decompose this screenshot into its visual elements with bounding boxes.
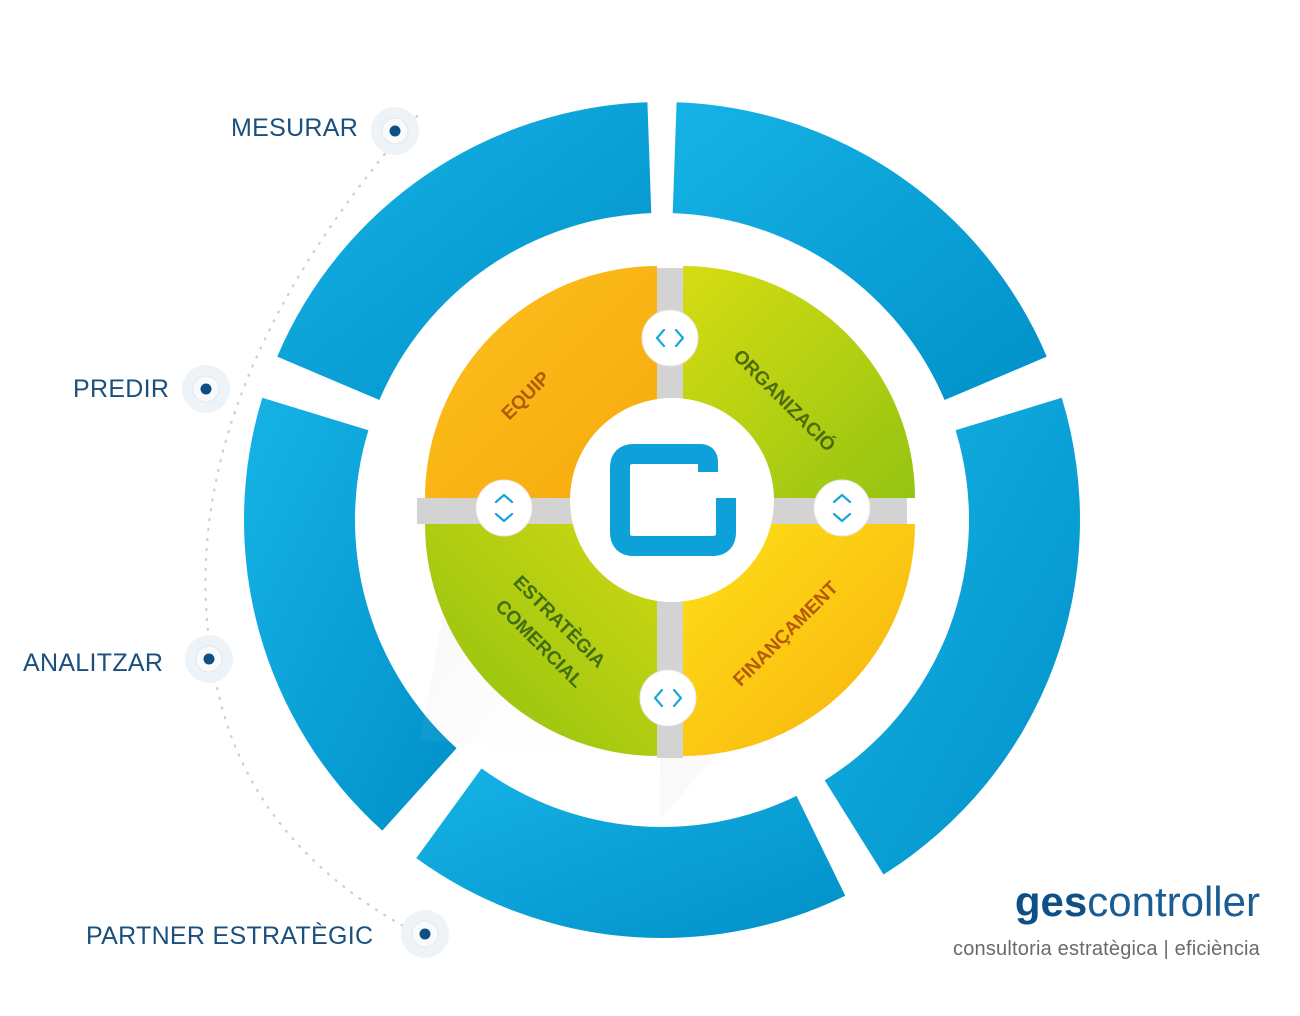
brand-tagline: consultoria estratègica | eficiència [953,938,1260,960]
chevron-left-right-icon [653,688,683,708]
ring-segment-bottom [416,768,846,938]
target-dot-icon [371,107,419,155]
step-label-partner: PARTNER ESTRATÈGIC [86,922,374,950]
ring-segment-top-right [672,102,1047,401]
brand-name: gescontroller [953,878,1260,926]
quadrant-financament [683,524,915,756]
arrow-button-right[interactable] [813,479,871,537]
gescontroller-logo-icon [610,444,736,556]
target-dot-icon [185,635,233,683]
outer-ring [244,102,1080,938]
brand-block: gescontroller consultoria estratègica | … [953,878,1260,961]
quadrant-estrategia-comercial [425,524,657,756]
target-dot-icon [182,365,230,413]
ring-segment-top-left [277,102,652,401]
ring-segment-left [244,397,457,831]
step-label-predir: PREDIR [73,375,170,403]
arrow-button-bottom[interactable] [639,669,697,727]
arrow-button-left[interactable] [475,479,533,537]
target-dot-icon [401,910,449,958]
step-label-mesurar: MESURAR [231,114,359,142]
chevron-left-right-icon [655,328,685,348]
step-label-analitzar: ANALITZAR [23,649,164,677]
chevron-up-down-icon [494,493,514,523]
chevron-up-down-icon [832,493,852,523]
ring-segment-right [824,397,1080,875]
brand-name-light: controller [1087,878,1260,925]
arrow-button-top[interactable] [641,309,699,367]
brand-name-bold: ges [1014,878,1088,925]
center-logo-disc [570,398,774,602]
